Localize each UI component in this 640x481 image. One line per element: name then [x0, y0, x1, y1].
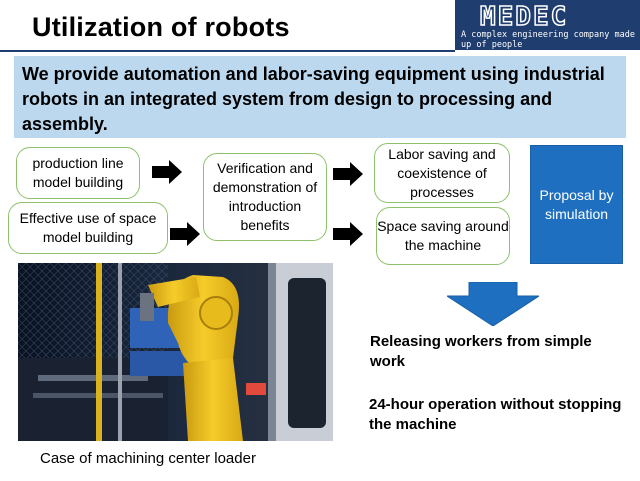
arrow-down-icon: [447, 282, 539, 326]
arrow-right-icon: [170, 222, 200, 246]
robot-photo: [18, 263, 333, 441]
flow-box-space-use: Effective use of space model building: [8, 202, 168, 254]
arrow-right-icon: [152, 160, 182, 184]
intro-text: We provide automation and labor-saving e…: [22, 64, 605, 134]
flow-box-verification: Verification and demonstration of introd…: [203, 153, 327, 241]
arrow-right-icon: [333, 222, 363, 246]
logo-wordmark: MEDEC: [479, 2, 569, 32]
arrow-right-icon: [333, 162, 363, 186]
flow-box-production-line: production line model building: [16, 147, 140, 199]
logo-tagline: A complex engineering company made up of…: [461, 30, 635, 50]
proposal-box: Proposal by simulation: [530, 145, 623, 264]
title-underline: [0, 50, 455, 52]
photo-caption: Case of machining center loader: [40, 450, 256, 467]
flow-box-labor-saving: Labor saving and coexistence of processe…: [374, 143, 510, 203]
result-24-hour-operation: 24-hour operation without stopping the m…: [369, 396, 622, 433]
company-logo: MEDEC A complex engineering company made…: [455, 0, 640, 50]
page-title: Utilization of robots: [32, 12, 290, 42]
result-releasing-workers: Releasing workers from simple work: [370, 333, 592, 370]
flow-box-space-saving: Space saving around the machine: [376, 207, 510, 265]
intro-banner: We provide automation and labor-saving e…: [14, 56, 626, 138]
